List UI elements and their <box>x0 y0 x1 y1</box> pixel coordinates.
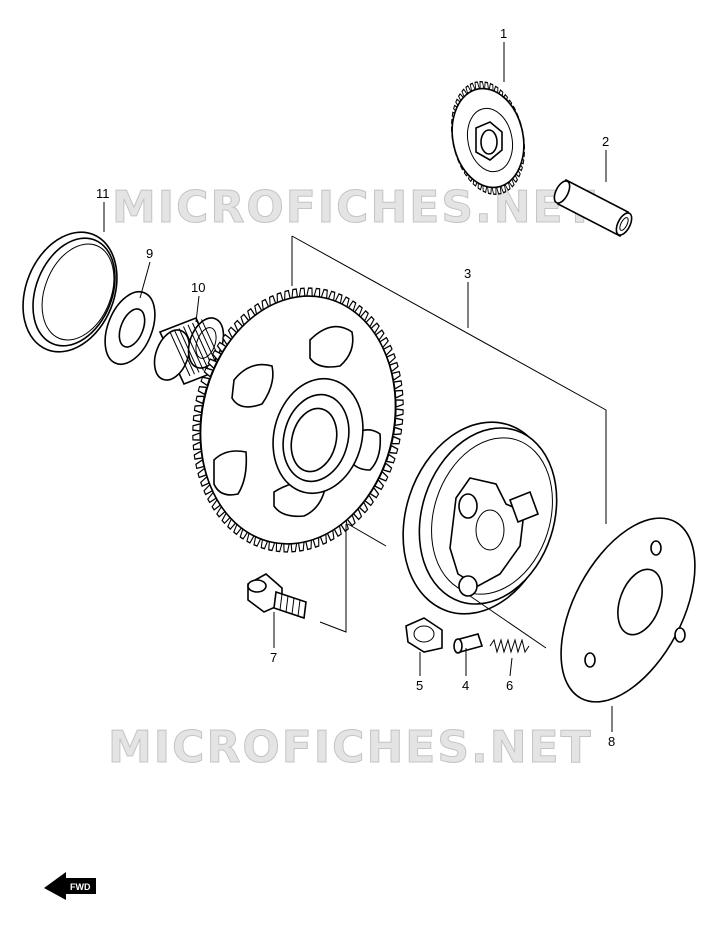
callout-1: 1 <box>500 26 507 41</box>
part-7-bolt[interactable] <box>247 573 307 620</box>
part-9-washer[interactable] <box>95 285 164 372</box>
fwd-arrow-icon: FWD <box>44 872 96 900</box>
part-4-pin[interactable] <box>453 633 484 654</box>
callout-10: 10 <box>191 280 205 295</box>
part-11-seal[interactable] <box>6 218 134 366</box>
fwd-label: FWD <box>70 882 91 892</box>
callout-9: 9 <box>146 246 153 261</box>
callout-7: 7 <box>270 650 277 665</box>
watermark-bottom: MICROFICHES.NET <box>108 722 593 773</box>
part-5-roller[interactable] <box>405 617 443 653</box>
callout-4: 4 <box>462 678 469 693</box>
watermark-top: MICROFICHES.NET <box>112 182 597 233</box>
part-6-spring[interactable] <box>489 638 530 654</box>
part-8-plate[interactable] <box>533 496 722 723</box>
callout-6: 6 <box>506 678 513 693</box>
leader-lines <box>103 42 613 732</box>
part-1-gear[interactable] <box>442 75 535 201</box>
callout-3: 3 <box>464 266 471 281</box>
part-3-starter-gear[interactable] <box>169 268 427 571</box>
part-3-clutch-housing[interactable] <box>379 403 578 634</box>
callout-2: 2 <box>602 134 609 149</box>
callout-11: 11 <box>96 186 110 201</box>
callout-8: 8 <box>608 734 615 749</box>
callout-5: 5 <box>416 678 423 693</box>
part-2-shaft[interactable] <box>551 178 635 238</box>
